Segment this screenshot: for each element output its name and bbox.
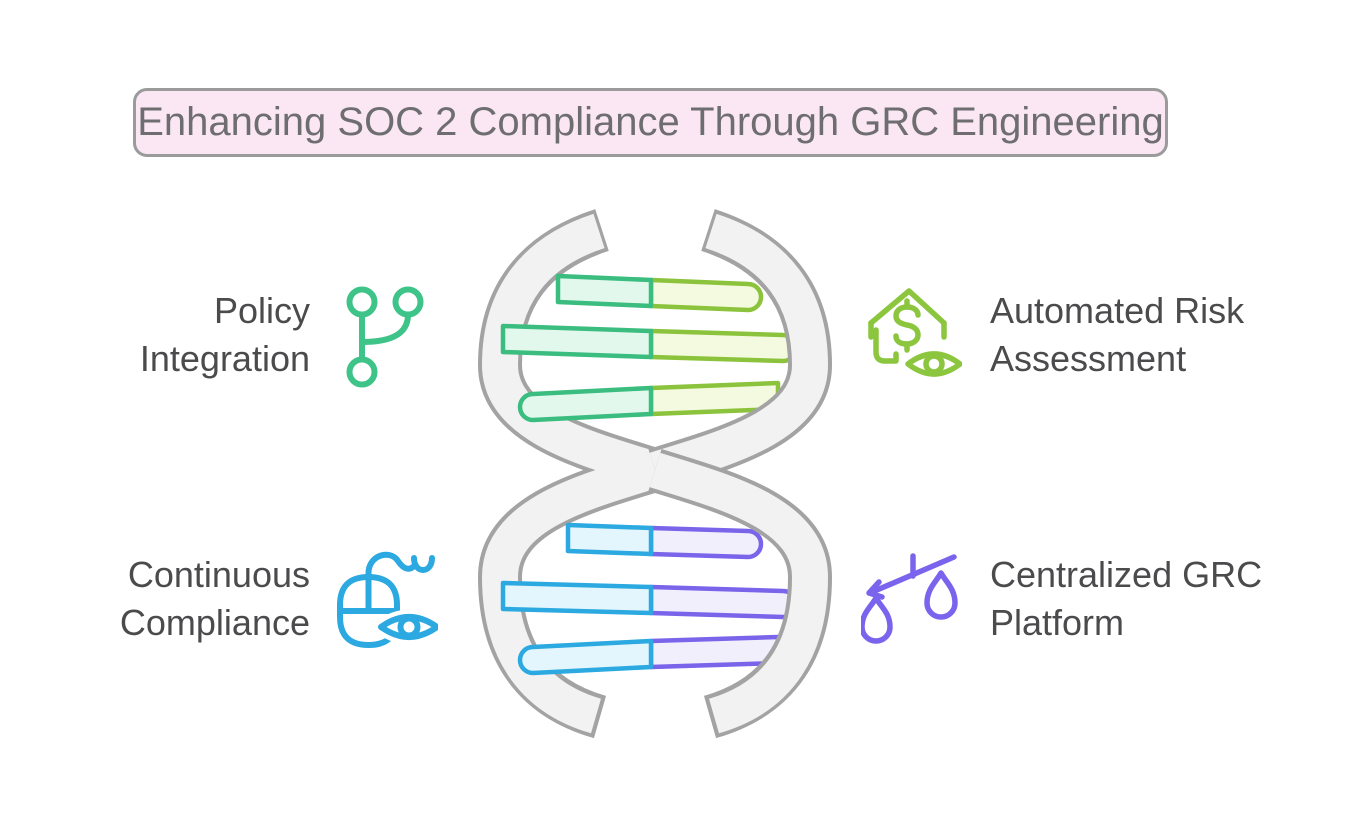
page-title: Enhancing SOC 2 Compliance Through GRC E… bbox=[137, 100, 1164, 144]
title-banner: Enhancing SOC 2 Compliance Through GRC E… bbox=[133, 88, 1168, 157]
label-line: Continuous bbox=[127, 554, 310, 595]
label-line: Assessment bbox=[990, 338, 1187, 379]
house-dollar-eye-icon bbox=[868, 288, 962, 381]
label-automated-risk-assessment: Automated Risk Assessment bbox=[990, 287, 1320, 383]
label-line: Platform bbox=[990, 602, 1125, 643]
label-line: Automated Risk bbox=[990, 290, 1245, 331]
label-line: Policy bbox=[213, 290, 310, 331]
label-line: Centralized GRC bbox=[990, 554, 1263, 595]
dna-helix-illustration bbox=[478, 209, 833, 739]
scales-icon bbox=[861, 553, 958, 644]
helix-back-ribbons bbox=[478, 209, 662, 739]
helix-front-ribbons bbox=[648, 209, 833, 739]
git-branch-icon bbox=[346, 286, 424, 388]
mouse-eye-icon bbox=[337, 551, 438, 648]
label-line: Compliance bbox=[119, 602, 310, 643]
label-line: Integration bbox=[139, 338, 310, 379]
label-policy-integration: Policy Integration bbox=[40, 287, 310, 383]
label-continuous-compliance: Continuous Compliance bbox=[40, 551, 310, 647]
label-centralized-grc-platform: Centralized GRC Platform bbox=[990, 551, 1320, 647]
